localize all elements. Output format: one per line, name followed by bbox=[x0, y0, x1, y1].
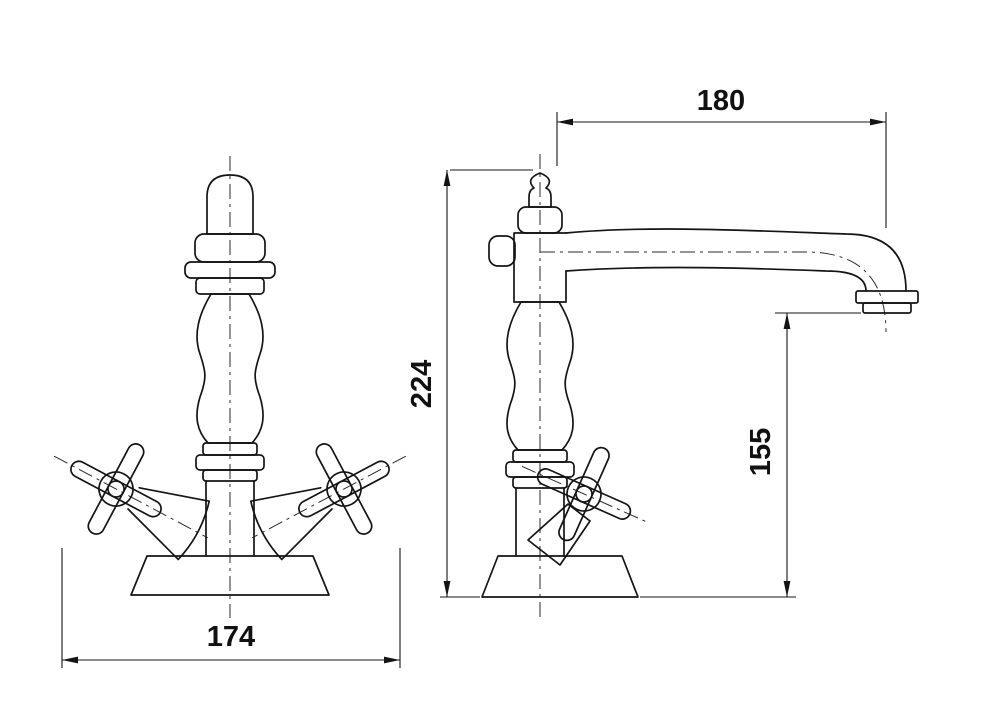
front-ring-lower bbox=[202, 469, 258, 482]
height-extension-lines bbox=[440, 169, 533, 598]
dimension-outlet-height: 155 bbox=[640, 312, 861, 598]
spout-center-line bbox=[540, 251, 887, 333]
dimension-spout-reach: 180 bbox=[556, 85, 887, 228]
front-top-dome bbox=[206, 174, 254, 235]
side-back-stub bbox=[488, 235, 516, 267]
side-finial bbox=[528, 172, 552, 208]
left-handle-hub bbox=[98, 471, 134, 507]
left-handle bbox=[53, 443, 211, 561]
right-handle-bell bbox=[249, 486, 333, 561]
front-lower-column bbox=[205, 480, 255, 557]
outlet-dimension-label: 155 bbox=[745, 428, 777, 476]
side-handle-hub bbox=[566, 476, 602, 512]
reach-dimension-label: 180 bbox=[697, 85, 745, 117]
reach-extension-lines bbox=[556, 112, 887, 228]
side-handle-axis-line bbox=[521, 465, 647, 523]
left-handle-bell bbox=[127, 486, 211, 561]
side-base bbox=[481, 555, 639, 598]
spout-aerator-collar bbox=[855, 290, 919, 304]
side-spout-housing bbox=[513, 232, 567, 303]
dimension-overall-width: 174 bbox=[61, 548, 401, 668]
front-base bbox=[130, 555, 330, 596]
front-baluster-body bbox=[196, 293, 264, 444]
right-handle bbox=[249, 443, 407, 561]
front-view: 174 bbox=[53, 156, 407, 668]
side-view: 180 224 155 bbox=[406, 85, 919, 618]
side-ring-lower bbox=[512, 476, 568, 489]
left-handle-hub-screw bbox=[107, 480, 125, 498]
height-dimension-label: 224 bbox=[406, 360, 438, 408]
side-handle bbox=[521, 446, 647, 542]
side-handle-hub-screw bbox=[575, 485, 593, 503]
width-extension-lines bbox=[61, 548, 401, 668]
right-handle-hub-screw bbox=[335, 480, 353, 498]
side-lower-column bbox=[515, 487, 565, 557]
dimension-overall-height: 224 bbox=[406, 169, 533, 598]
right-handle-hub bbox=[326, 471, 362, 507]
spout-outer-edge bbox=[565, 228, 907, 292]
spout-aerator-tip bbox=[862, 302, 912, 314]
width-dimension-label: 174 bbox=[207, 621, 255, 653]
side-baluster-body bbox=[506, 301, 574, 451]
spout-inner-edge bbox=[565, 266, 867, 292]
